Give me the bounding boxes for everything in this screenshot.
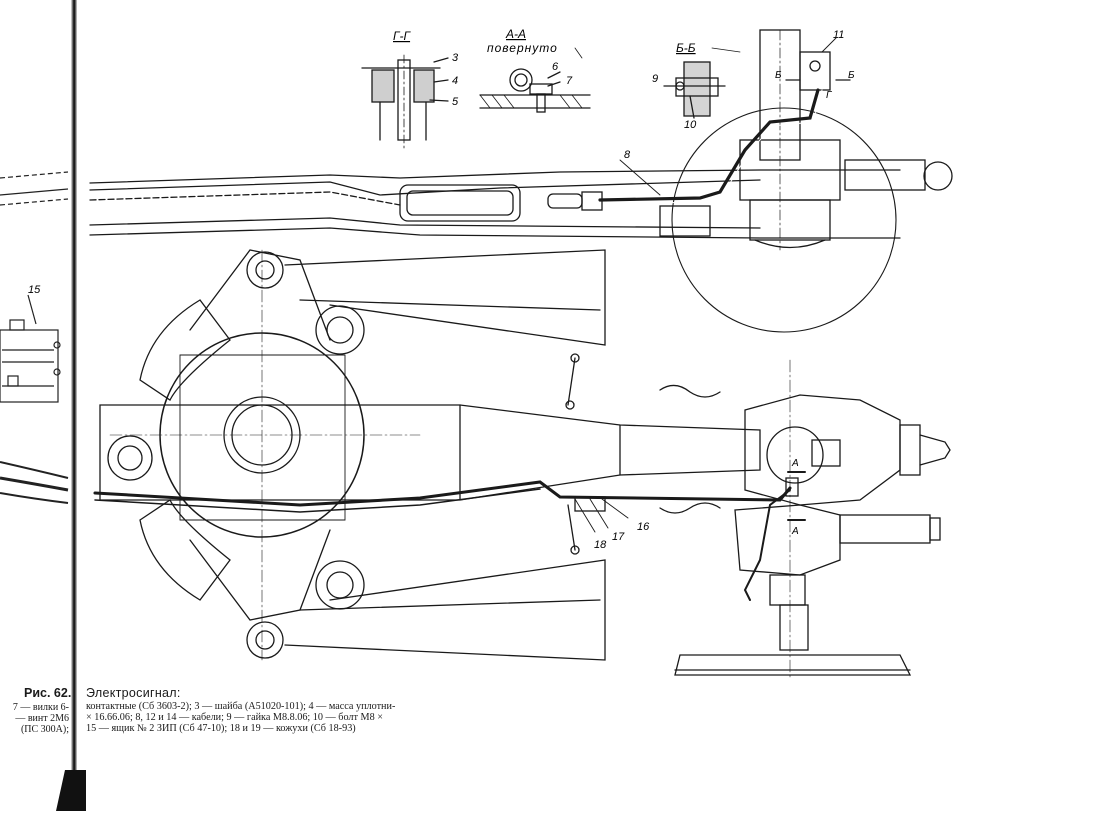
- book-gutter: [71, 0, 77, 811]
- caption-title: Электросигнал:: [86, 686, 181, 700]
- section-bb-view: [663, 47, 741, 119]
- detail-circle: [671, 107, 897, 333]
- section-subtitle-rotated: повернуто: [487, 41, 558, 55]
- caption-line: 15 — ящик № 2 ЗИП (Сб 47-10); 18 и 19 — …: [86, 723, 356, 734]
- section-title-bb: Б-Б: [676, 41, 696, 55]
- callout-6: 6: [552, 61, 559, 73]
- callout-11: 11: [833, 29, 844, 41]
- callout-4: 4: [452, 75, 458, 87]
- left-caption-line: — винт 2М6: [15, 713, 69, 724]
- left-frame-line: [0, 198, 69, 206]
- callout-18: 18: [594, 539, 607, 551]
- left-caption: 7 — вилки 6- — винт 2М6 (ПС 300А);: [0, 702, 69, 735]
- section-aa-view: [479, 47, 591, 113]
- callout-5: 5: [452, 96, 459, 108]
- left-frame-line: [0, 188, 69, 196]
- callout-10: 10: [684, 119, 697, 131]
- zip-box-latch: [9, 319, 25, 331]
- callout-17: 17: [612, 531, 625, 543]
- callout-16: 16: [637, 521, 650, 533]
- caption-line: контактные (Сб 3603-2); 3 — шайба (А5102…: [86, 701, 396, 712]
- section-title-aa: А-А: [505, 27, 526, 41]
- figure-label: Рис. 62.: [24, 686, 72, 700]
- figure-caption: Электросигнал: контактные (Сб 3603-2); 3…: [86, 686, 526, 734]
- cut-mark-a-top: А: [791, 458, 799, 469]
- callout-8: 8: [624, 149, 631, 161]
- upper-frame-view: [89, 29, 953, 333]
- left-page-fragment: 15: [0, 0, 78, 811]
- callout-15: 15: [28, 284, 41, 296]
- left-caption-line: (ПС 300А);: [20, 724, 69, 735]
- lower-assembly-view: [93, 249, 951, 681]
- section-gg-view: [361, 54, 449, 149]
- caption-line: × 16.66.06; 8, 12 и 14 — кабели; 9 — гай…: [86, 712, 383, 723]
- left-caption-line: 7 — вилки 6-: [12, 702, 69, 713]
- cut-mark-g: Г: [826, 90, 833, 101]
- left-page-drawing: 15: [0, 171, 69, 504]
- cut-mark-b-right: Б: [848, 70, 855, 81]
- zip-box-15: [0, 329, 59, 403]
- left-frame-line: [0, 171, 69, 179]
- cut-mark-b-left: Б: [775, 70, 782, 81]
- cut-mark-a-bottom: А: [791, 526, 799, 537]
- callout-3: 3: [452, 52, 459, 64]
- section-title-gg: Г-Г: [393, 29, 412, 43]
- callout-7: 7: [566, 75, 573, 87]
- callout-9: 9: [652, 73, 658, 85]
